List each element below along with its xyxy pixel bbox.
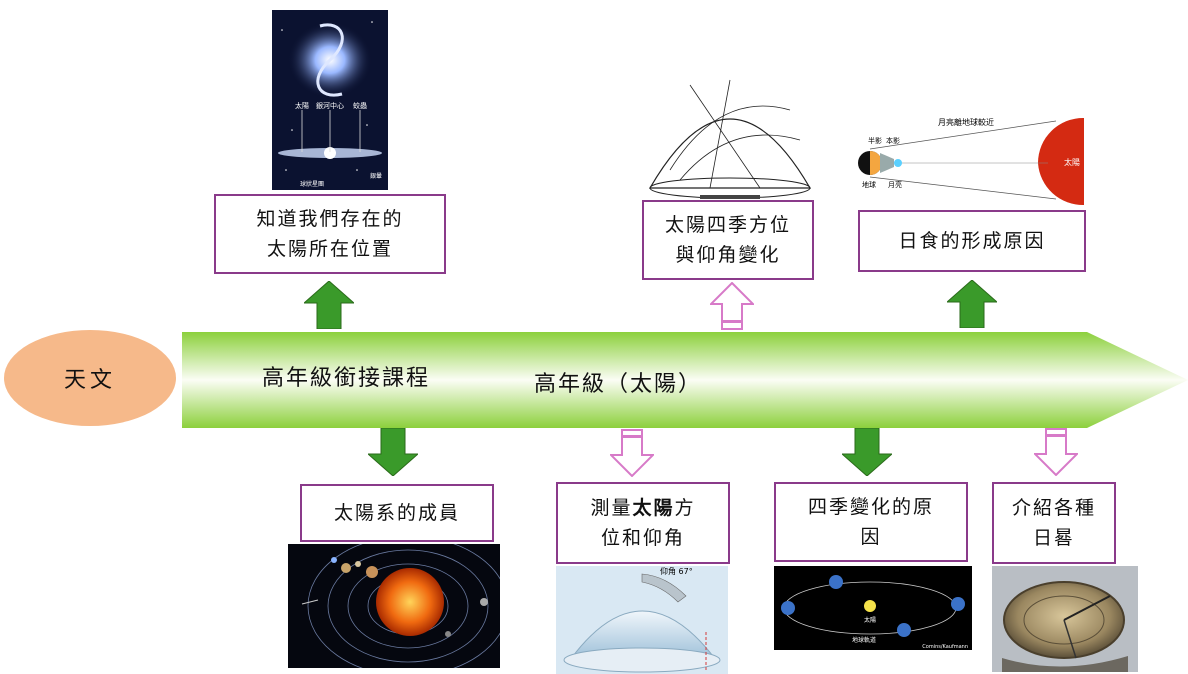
- band-label-bridge: 高年級銜接課程: [262, 366, 431, 391]
- box-sundials: 介紹各種 日晷: [992, 482, 1116, 564]
- sky-dome-sketch-image: [640, 70, 820, 200]
- topic-circle: 天文: [4, 330, 176, 426]
- galaxy-label-sun: 太陽: [295, 101, 309, 110]
- box-solar-eclipse: 日食的形成原因: [858, 210, 1086, 272]
- box-sun-position-galaxy-label: 知道我們存在的 太陽所在位置: [256, 208, 404, 260]
- box-seasonal-position-label: 太陽四季方位 與仰角變化: [664, 214, 791, 266]
- eclipse-label-sun: 太陽: [1064, 157, 1080, 167]
- box-seasons-cause-label: 四季變化的原 因: [807, 496, 934, 548]
- topic-label: 天文: [63, 368, 116, 393]
- box-measure-sun-angle-label: 測量太陽方 位和仰角: [590, 497, 696, 549]
- galaxy-image: 太陽 銀河中心 蛟蟲 球狀星團 銀暈: [272, 10, 388, 190]
- sun-angle-dome-image: 仰角 67°: [556, 566, 728, 674]
- eclipse-label-umbra: 本影: [886, 136, 900, 145]
- green-up-arrow-2: [947, 280, 997, 328]
- eclipse-label-penumbra: 半影: [868, 136, 882, 145]
- box-measure-sun-angle: 測量太陽方 位和仰角: [556, 482, 730, 564]
- box-sundials-label: 介紹各種 日晷: [1011, 497, 1096, 549]
- pink-down-arrow-2: [1034, 428, 1078, 476]
- orbit-label-path: 地球軌道: [852, 636, 876, 644]
- box-seasons-cause: 四季變化的原 因: [774, 482, 968, 562]
- timeline-band: [182, 332, 1188, 428]
- band-label-senior: 高年級（太陽）: [534, 372, 703, 397]
- eclipse-title: 月亮離地球較近: [938, 117, 994, 127]
- eclipse-diagram-image: 月亮離地球較近 半影 本影 地球 月亮 太陽: [858, 113, 1084, 206]
- green-down-arrow-1: [368, 428, 418, 476]
- solar-system-image: [288, 544, 500, 668]
- orbit-credit: Comins/Kaufmann: [922, 644, 968, 650]
- orbit-label-sun: 太陽: [864, 616, 876, 624]
- galaxy-label-swan: 蛟蟲: [353, 101, 367, 110]
- galaxy-label-globular: 球狀星團: [300, 180, 324, 188]
- box-solar-system-members: 太陽系的成員: [300, 484, 494, 542]
- galaxy-label-center: 銀河中心: [316, 101, 344, 110]
- box-seasonal-position: 太陽四季方位 與仰角變化: [642, 200, 814, 280]
- box-sun-position-galaxy: 知道我們存在的 太陽所在位置: [214, 194, 446, 274]
- green-down-arrow-2: [842, 428, 892, 476]
- eclipse-label-earth: 地球: [862, 180, 876, 189]
- sundial-image: [992, 566, 1138, 672]
- pink-down-arrow-1: [610, 429, 654, 477]
- eclipse-label-moon: 月亮: [888, 180, 902, 189]
- green-up-arrow-1: [304, 281, 354, 329]
- pink-up-arrow: [710, 282, 754, 330]
- dome-angle-label: 仰角 67°: [660, 566, 693, 576]
- galaxy-label-halo: 銀暈: [370, 172, 382, 180]
- box-solar-system-members-label: 太陽系的成員: [333, 502, 460, 524]
- box-solar-eclipse-label: 日食的形成原因: [898, 230, 1046, 252]
- earth-orbit-image: 太陽 地球軌道 Comins/Kaufmann: [774, 566, 972, 650]
